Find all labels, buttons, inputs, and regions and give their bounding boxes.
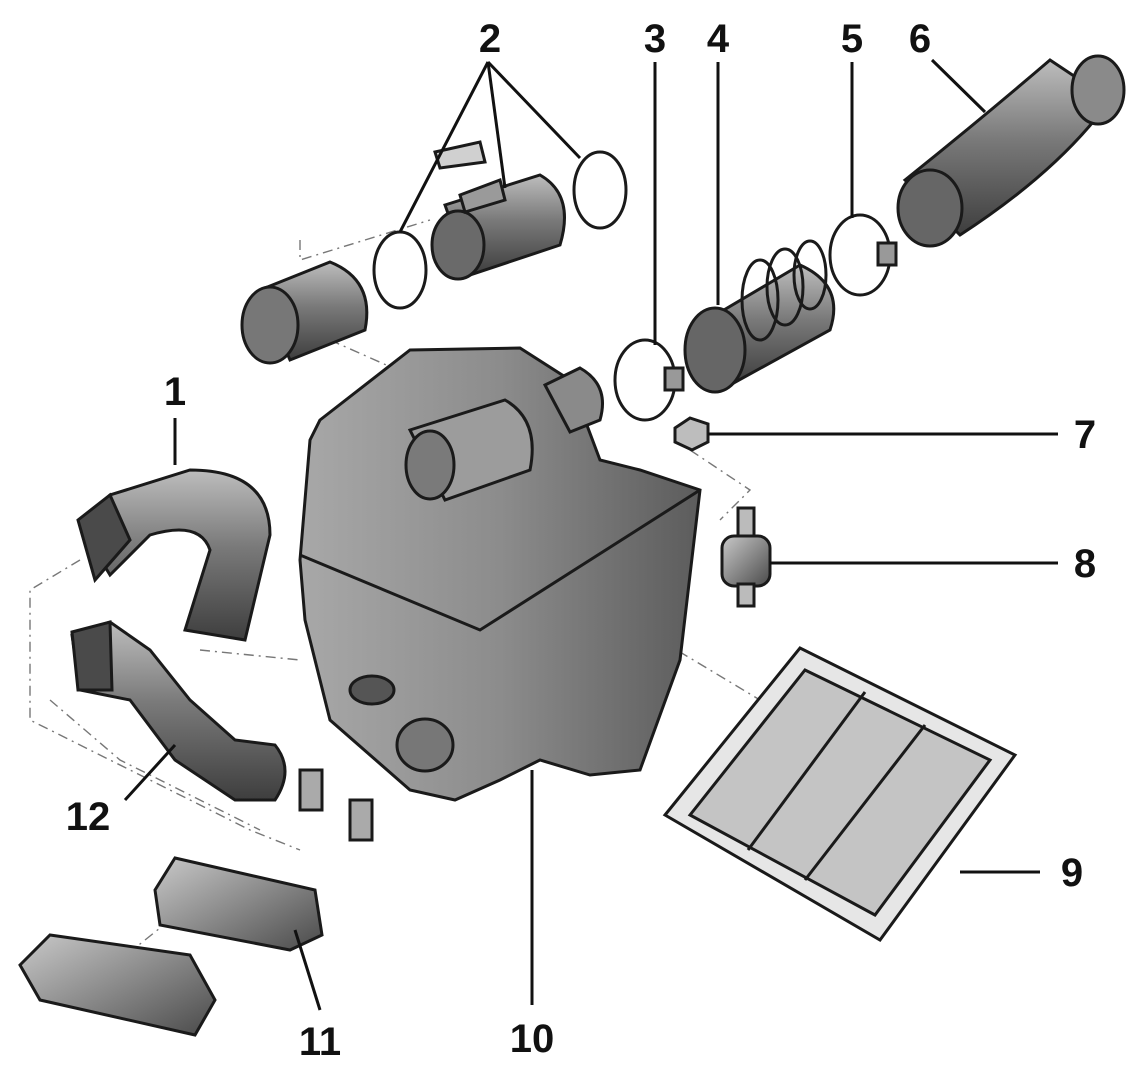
mount-stud-bottom xyxy=(736,582,756,608)
callout-5: 5 xyxy=(841,17,863,61)
callout-11: 11 xyxy=(299,1020,341,1064)
filter-media xyxy=(687,668,993,917)
part-11-inlet-snorkel xyxy=(18,856,324,1037)
housing-side-inlet xyxy=(395,717,455,773)
corrugation-ring xyxy=(765,247,805,327)
mount-stud-top xyxy=(736,506,756,540)
leader-2c xyxy=(486,60,582,160)
housing-bottom-port xyxy=(348,674,396,706)
part-10-air-filter-housing xyxy=(298,346,702,842)
hose-clamp-screw xyxy=(663,366,685,392)
leader-6 xyxy=(930,58,987,114)
maf-sensor-mount xyxy=(458,178,507,214)
maf-clip xyxy=(433,140,487,170)
intake-hose-lower-opening xyxy=(896,168,964,248)
hose-clamp-screw xyxy=(876,241,898,267)
lower-duct-inlet xyxy=(70,620,114,692)
assembly-line xyxy=(29,559,301,851)
upper-duct-body xyxy=(78,468,272,642)
leader-11 xyxy=(293,929,322,1011)
housing-foot-left xyxy=(298,768,324,812)
part-2-maf-assembly xyxy=(240,140,628,365)
assembly-line xyxy=(659,639,761,701)
part-6-intake-hose xyxy=(896,54,1126,248)
upper-duct-inlet xyxy=(76,492,132,584)
intake-adapter-opening xyxy=(240,285,300,365)
filter-rib xyxy=(746,691,867,851)
housing-foot-right xyxy=(348,798,374,842)
part-7-nut xyxy=(673,416,710,452)
assembly-line xyxy=(199,649,301,661)
filter-rib xyxy=(803,724,927,881)
part-5-hose-clamp xyxy=(828,213,898,297)
part-8-rubber-mount xyxy=(720,506,772,608)
housing-top-neck xyxy=(542,366,604,434)
callout-3: 3 xyxy=(644,17,666,61)
leader-2b xyxy=(486,61,507,189)
callout-1: 1 xyxy=(164,370,186,414)
snorkel-lower-piece xyxy=(18,933,217,1037)
maf-sensor-opening xyxy=(430,209,486,281)
callout-labels: 2 3 4 5 6 1 7 8 9 12 11 10 xyxy=(66,17,1096,1064)
callout-6: 6 xyxy=(909,17,931,61)
corrugated-hose-opening xyxy=(683,306,747,394)
callout-9: 9 xyxy=(1061,851,1083,895)
callout-7: 7 xyxy=(1074,413,1096,457)
callout-10: 10 xyxy=(510,1017,555,1061)
assembly-line xyxy=(299,219,431,261)
housing-outlet-opening xyxy=(404,429,456,501)
corrugation-ring xyxy=(792,239,828,311)
lower-duct-body xyxy=(70,620,287,802)
part-4-corrugated-hose xyxy=(683,239,836,394)
part-1-upper-air-duct xyxy=(76,468,272,642)
part-3-hose-clamp xyxy=(613,338,685,422)
callout-8: 8 xyxy=(1074,542,1096,586)
assembly-lines xyxy=(29,219,761,961)
callout-4: 4 xyxy=(707,17,730,61)
seal-ring-left xyxy=(372,230,428,310)
callout-12: 12 xyxy=(66,795,111,839)
part-12-lower-air-duct xyxy=(70,620,287,802)
mount-rubber-body xyxy=(720,534,772,588)
corrugation-ring xyxy=(740,258,780,342)
callout-2: 2 xyxy=(479,17,501,61)
nut-body xyxy=(673,416,710,452)
housing-flange xyxy=(299,488,701,632)
snorkel-upper-piece xyxy=(153,856,324,952)
assembly-line xyxy=(49,699,261,831)
leader-2a xyxy=(398,61,490,233)
leader-12 xyxy=(123,743,177,802)
part-9-air-filter-element xyxy=(662,646,1018,942)
intake-hose-upper-opening xyxy=(1070,54,1126,126)
leader-lines xyxy=(123,58,1058,1011)
seal-ring-right xyxy=(572,150,628,230)
assembly-line xyxy=(689,449,752,521)
